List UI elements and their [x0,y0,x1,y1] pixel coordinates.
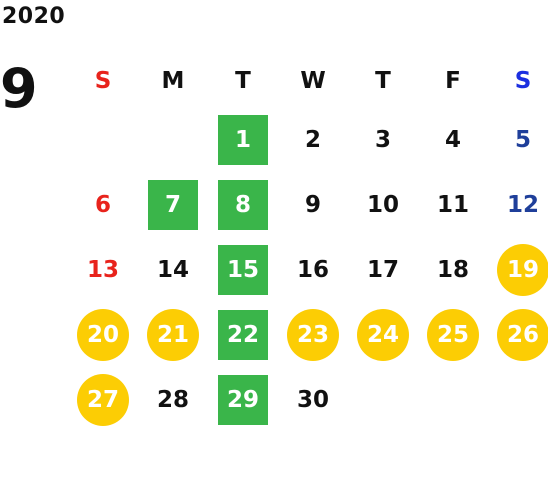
calendar-day-1[interactable]: 1 [218,114,268,165]
calendar-day-5[interactable]: 5 [514,126,531,153]
calendar-cell: 2 [278,107,348,172]
calendar-cell: 4 [418,107,488,172]
calendar-cell: 3 [348,107,418,172]
calendar-cell: 26 [488,302,548,367]
calendar-day-8[interactable]: 8 [218,179,268,230]
calendar-cell: 8 [208,172,278,237]
calendar-day-27[interactable]: 27 [77,373,129,426]
calendar-week-row: 13 14 15 16 17 18 19 [68,237,548,302]
month-label: 9 [0,57,38,120]
calendar-day-30[interactable]: 30 [296,386,329,413]
calendar-cell: 1 [208,107,278,172]
calendar-day-14[interactable]: 14 [156,256,189,283]
calendar-cell: 14 [138,237,208,302]
calendar-cell: 27 [68,367,138,432]
calendar-day-24[interactable]: 24 [357,308,409,361]
calendar-cell: 6 [68,172,138,237]
calendar-cell: 7 [138,172,208,237]
calendar-cell: 21 [138,302,208,367]
calendar-cell: 17 [348,237,418,302]
calendar-cell [418,367,488,432]
calendar-day-22[interactable]: 22 [218,309,268,360]
calendar-day-29[interactable]: 29 [218,374,268,425]
weekday-tuesday: T [235,68,251,94]
weekday-friday: F [445,68,461,94]
calendar-day-16[interactable]: 16 [296,256,329,283]
calendar-day-6[interactable]: 6 [94,191,111,218]
calendar-day-17[interactable]: 17 [366,256,399,283]
calendar-day-25[interactable]: 25 [427,308,479,361]
calendar-cell: 9 [278,172,348,237]
calendar-cell: 12 [488,172,548,237]
calendar-day-9[interactable]: 9 [304,191,321,218]
year-label: 2020 [2,4,66,29]
weekday-monday: M [161,68,185,94]
calendar-day-21[interactable]: 21 [147,308,199,361]
calendar-cell: 13 [68,237,138,302]
weekday-saturday: S [514,68,532,94]
calendar-cell: 16 [278,237,348,302]
weekday-wednesday: W [300,68,326,94]
calendar-day-15[interactable]: 15 [218,244,268,295]
calendar-cell: 23 [278,302,348,367]
calendar-day-3[interactable]: 3 [374,126,391,153]
calendar-day-28[interactable]: 28 [156,386,189,413]
calendar-cell: 22 [208,302,278,367]
calendar-day-10[interactable]: 10 [366,191,399,218]
calendar-day-12[interactable]: 12 [506,191,539,218]
calendar-cell: 24 [348,302,418,367]
weekday-sunday: S [94,68,112,94]
calendar-week-row: 1 2 3 4 5 [68,107,548,172]
calendar-cell: 29 [208,367,278,432]
weekday-thursday: T [375,68,391,94]
calendar-cell: 11 [418,172,488,237]
calendar-cell [488,367,548,432]
calendar-day-11[interactable]: 11 [436,191,469,218]
calendar-cell: 30 [278,367,348,432]
calendar-cell: 10 [348,172,418,237]
calendar-cell: 18 [418,237,488,302]
calendar-day-26[interactable]: 26 [497,308,548,361]
calendar-week-row: 20 21 22 23 24 25 26 [68,302,548,367]
calendar-cell: 28 [138,367,208,432]
calendar-cell [348,367,418,432]
calendar-day-23[interactable]: 23 [287,308,339,361]
calendar-day-7[interactable]: 7 [148,179,198,230]
calendar-day-2[interactable]: 2 [304,126,321,153]
weekday-header-row: S M T W T F S [68,55,548,107]
calendar-day-4[interactable]: 4 [444,126,461,153]
calendar-day-13[interactable]: 13 [86,256,119,283]
calendar-cell: 5 [488,107,548,172]
calendar-cell: 19 [488,237,548,302]
calendar-cell: 15 [208,237,278,302]
calendar-cell: 20 [68,302,138,367]
calendar-cell [68,107,138,172]
calendar-cell: 25 [418,302,488,367]
calendar-cell [138,107,208,172]
calendar-day-18[interactable]: 18 [436,256,469,283]
calendar-day-20[interactable]: 20 [77,308,129,361]
calendar-day-19[interactable]: 19 [497,243,548,296]
calendar-week-row: 27 28 29 30 [68,367,548,432]
